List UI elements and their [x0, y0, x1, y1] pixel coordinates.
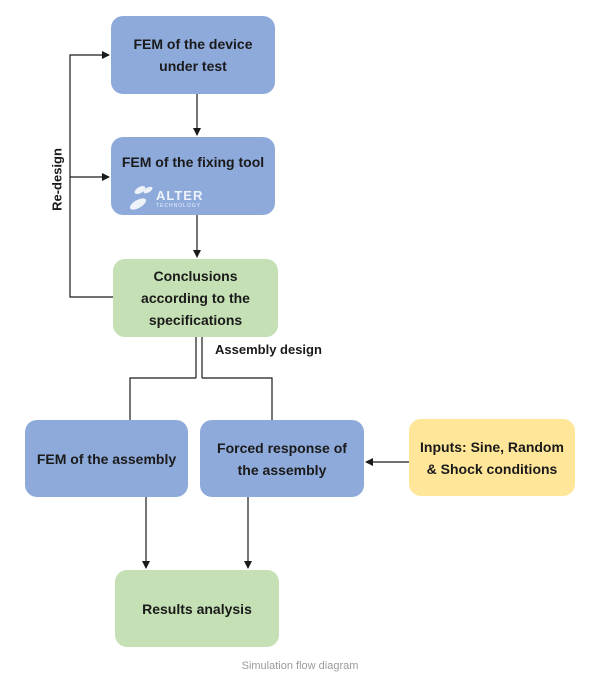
node-fem-device: FEM of the device under test — [111, 16, 275, 94]
node-fem-device-label: FEM of the device under test — [133, 36, 253, 74]
node-fem-assembly-label: FEM of the assembly — [36, 450, 177, 467]
node-results-label: Results analysis — [142, 600, 252, 617]
branch-right — [202, 377, 273, 420]
assembly-design-label: Assembly design — [215, 342, 322, 357]
node-conclusions-label: Conclusions according to the specificati… — [141, 268, 250, 328]
node-inputs-label: Inputs: Sine, Random & Shock conditions — [420, 438, 564, 477]
node-results: Results analysis — [115, 570, 279, 647]
alter-technology-watermark: ALTER TECHNOLOGY — [128, 180, 218, 216]
node-conclusions: Conclusions according to the specificati… — [113, 259, 278, 337]
node-inputs: Inputs: Sine, Random & Shock conditions — [409, 419, 575, 496]
redesign-loop-line — [69, 51, 113, 298]
figure-caption: Simulation flow diagram — [241, 660, 359, 672]
node-fem-fixing-tool-label: FEM of the fixing tool — [121, 154, 265, 170]
node-fem-assembly: FEM of the assembly — [25, 420, 188, 497]
branch-left — [129, 377, 196, 420]
node-forced-response-label: Forced response of the assembly — [217, 439, 347, 478]
redesign-label: Re-design — [49, 148, 65, 211]
watermark-subtext: TECHNOLOGY — [156, 203, 202, 209]
watermark-text: ALTER — [156, 188, 204, 203]
node-forced-response: Forced response of the assembly — [200, 420, 364, 497]
alter-logo-icon — [129, 186, 153, 210]
